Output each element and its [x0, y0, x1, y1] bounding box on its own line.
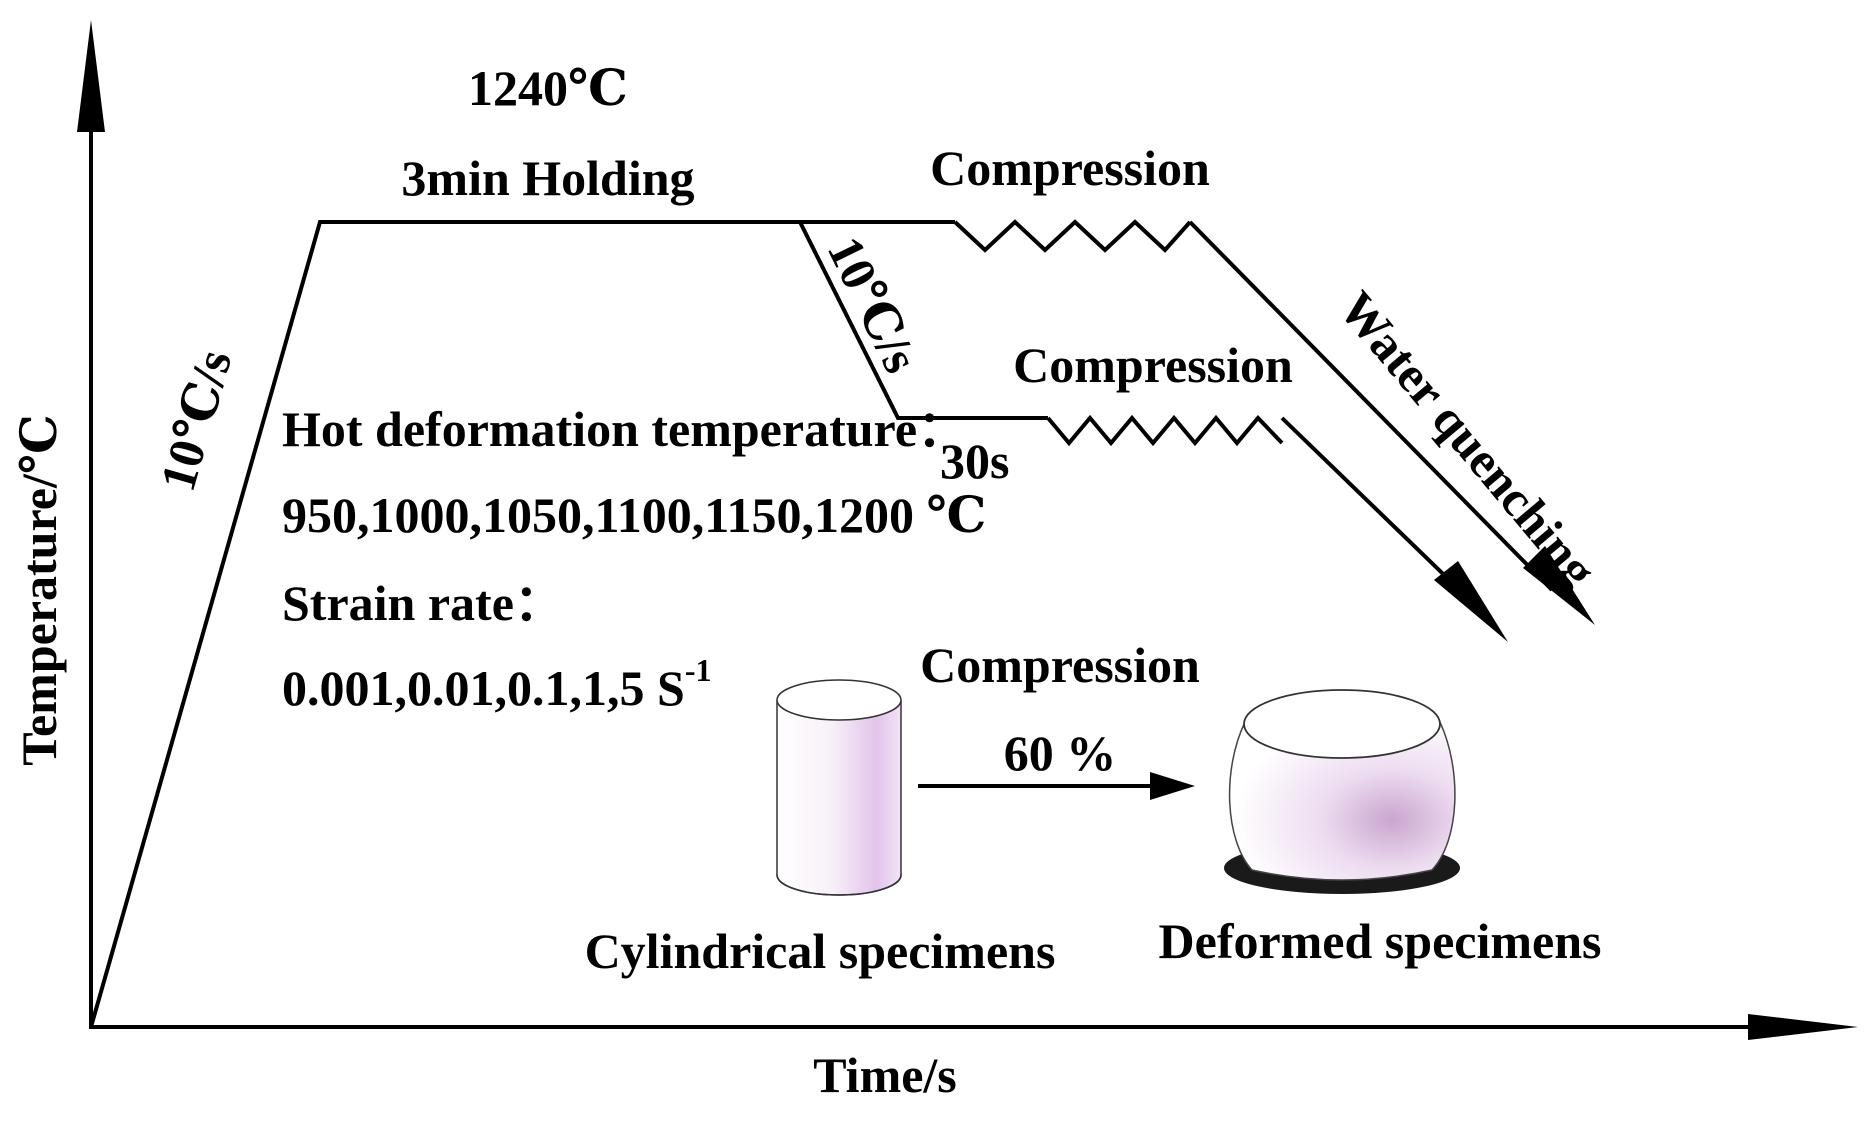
hold-temperature-label: 1240℃: [468, 60, 628, 116]
compression-zigzag-upper: [953, 219, 1192, 253]
deformed-specimen-icon: [1224, 689, 1460, 894]
water-quench-line-lower: [1280, 416, 1472, 602]
strain-rates: 0.001,0.01,0.1,1,5 S-1: [282, 652, 711, 716]
deformed-specimens-label: Deformed specimens: [1159, 913, 1602, 969]
y-axis-arrowhead: [77, 20, 105, 132]
cooling-rate-label: 10℃/s: [817, 228, 930, 381]
compression-upper-label: Compression: [930, 140, 1210, 196]
y-axis-label: Temperature/℃: [11, 414, 67, 766]
compression-zigzag-lower: [1046, 414, 1284, 447]
water-quench-arrowhead-upper: [1523, 546, 1595, 625]
hold-30s-label: 30s: [940, 433, 1009, 489]
axes: [77, 20, 1858, 1040]
x-axis-arrowhead: [1748, 1014, 1858, 1040]
heating-ramp-and-hold: [89, 220, 955, 1028]
cylindrical-specimen-icon: [776, 679, 902, 896]
cooling-branch: [798, 221, 1048, 420]
strain-rates-value: 0.001,0.01,0.1,1,5 S: [282, 660, 685, 716]
cylindrical-specimens-label: Cylindrical specimens: [585, 923, 1056, 979]
specimen-compression-label: Compression: [920, 637, 1200, 693]
thermal-profile: [89, 219, 1595, 1028]
hold-time-label: 3min Holding: [401, 150, 694, 206]
x-axis-label: Time/s: [813, 1047, 957, 1103]
strain-rate-title: Strain rate：: [282, 575, 564, 631]
heating-rate-label: 10℃/s: [149, 344, 242, 497]
water-quenching-label: Water quenching: [1329, 280, 1608, 597]
compression-arrowhead: [1150, 772, 1195, 800]
compression-lower-label: Compression: [1013, 337, 1293, 393]
water-quench-line-upper: [1188, 220, 1554, 592]
deformation-temps: 950,1000,1050,1100,1150,1200 ℃: [282, 487, 986, 543]
water-quench-arrowhead-lower: [1434, 561, 1508, 642]
strain-rate-exponent: -1: [685, 652, 712, 688]
deformation-temp-title: Hot deformation temperature：: [282, 401, 967, 457]
reduction-label: 60 %: [1004, 725, 1117, 781]
